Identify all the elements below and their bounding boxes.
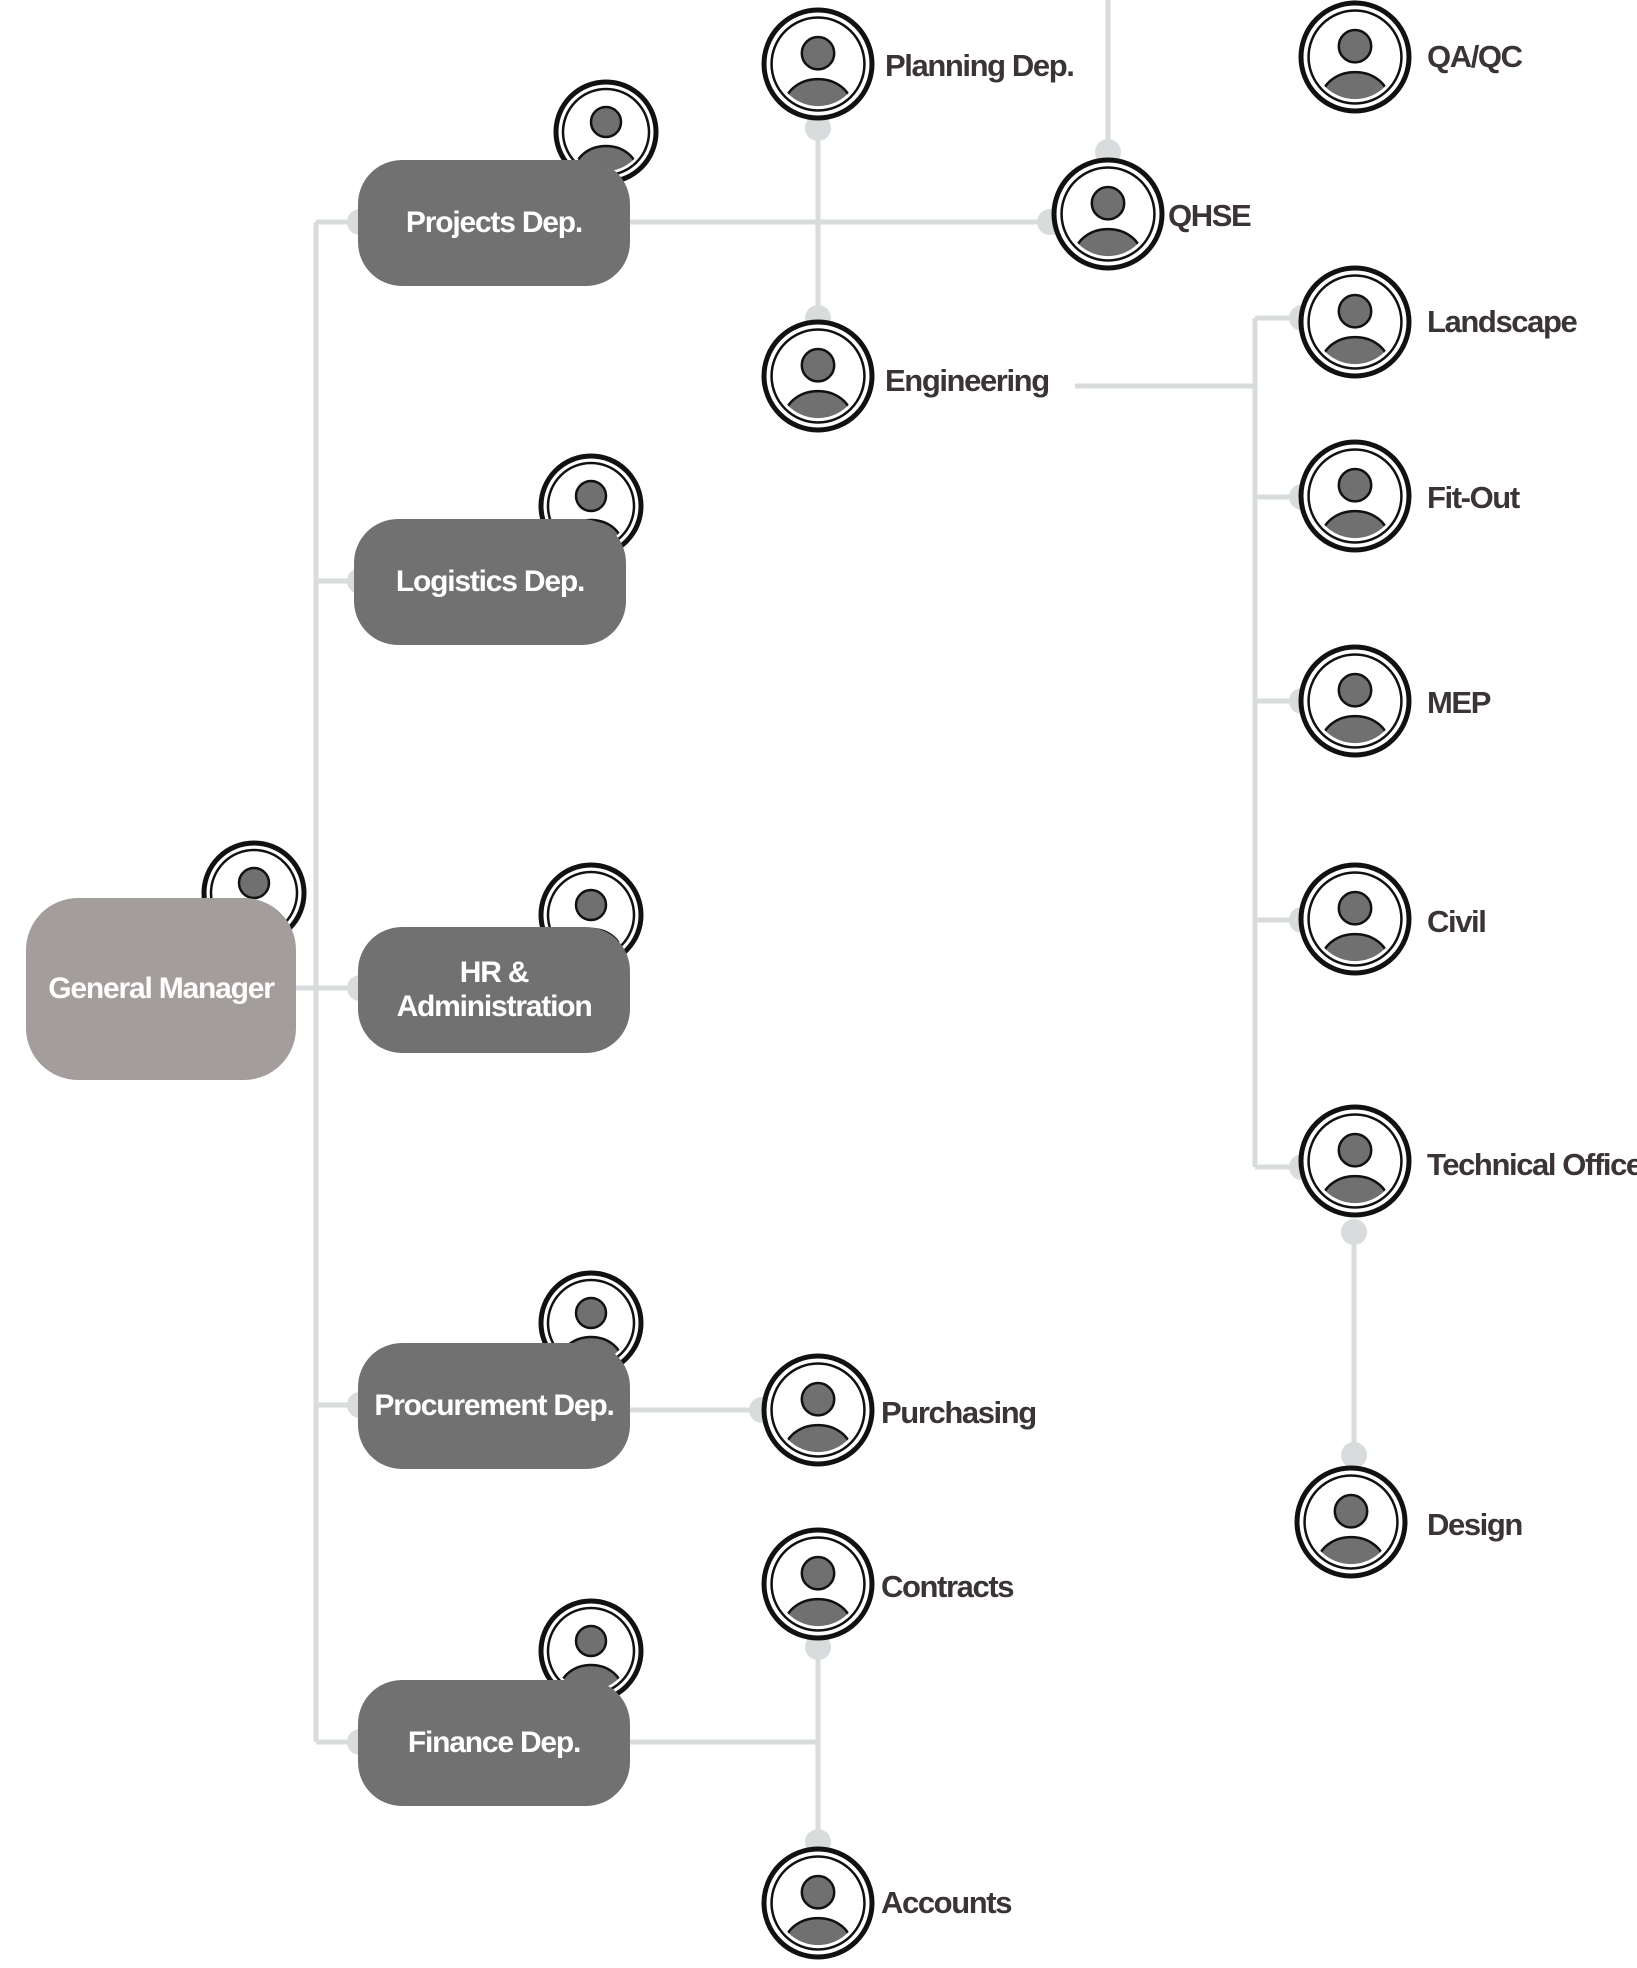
projects-dep-label: Projects Dep. [405,205,583,239]
planning-dot [805,115,831,141]
qaqc-avatar-icon [1298,0,1412,114]
technical-office-avatar-icon [1298,1104,1412,1218]
civil-label[interactable]: Civil [1427,904,1487,939]
hr-administration-box[interactable]: HR & Administration [358,927,630,1053]
general-manager-label: General Manager [48,971,275,1005]
civil-avatar-icon [1298,862,1412,976]
purchasing-avatar-icon [761,1353,875,1467]
technical-office-dot [1341,1219,1367,1245]
accounts-avatar-icon [761,1846,875,1960]
finance-dep-label: Finance Dep. [407,1725,582,1759]
qhse-label[interactable]: QHSE [1168,198,1252,233]
qhse-avatar-icon [1051,157,1165,271]
planning-dep-avatar-icon [761,7,875,121]
contracts-dot [805,1634,831,1660]
mep-avatar-icon [1298,644,1412,758]
projects-dep-box[interactable]: Projects Dep. [358,160,630,286]
logistics-dep-box[interactable]: Logistics Dep. [354,519,626,645]
contracts-label[interactable]: Contracts [881,1569,1014,1604]
design-dot [1341,1442,1367,1468]
accounts-label[interactable]: Accounts [881,1885,1012,1920]
landscape-avatar-icon [1298,265,1412,379]
fitout-avatar-icon [1298,439,1412,553]
procurement-dep-label: Procurement Dep. [374,1388,614,1422]
planning-dep-label[interactable]: Planning Dep. [885,48,1075,83]
finance-dep-box[interactable]: Finance Dep. [358,1680,630,1806]
design-label[interactable]: Design [1427,1507,1523,1542]
design-avatar-icon [1294,1465,1408,1579]
engineering-avatar-icon [761,319,875,433]
qaqc-label[interactable]: QA/QC [1427,39,1523,74]
technical-office-label[interactable]: Technical Office [1427,1147,1637,1182]
general-manager-box[interactable]: General Manager [26,898,296,1080]
engineering-label[interactable]: Engineering [885,363,1050,398]
purchasing-label[interactable]: Purchasing [881,1395,1037,1430]
projects-dep-avatar-icon [553,79,659,185]
landscape-label[interactable]: Landscape [1427,304,1578,339]
fitout-label[interactable]: Fit-Out [1427,480,1520,515]
contracts-avatar-icon [761,1527,875,1641]
procurement-dep-box[interactable]: Procurement Dep. [358,1343,630,1469]
hr-administration-label: HR & Administration [396,955,593,1024]
logistics-dep-label: Logistics Dep. [395,564,585,598]
mep-label[interactable]: MEP [1427,685,1491,720]
